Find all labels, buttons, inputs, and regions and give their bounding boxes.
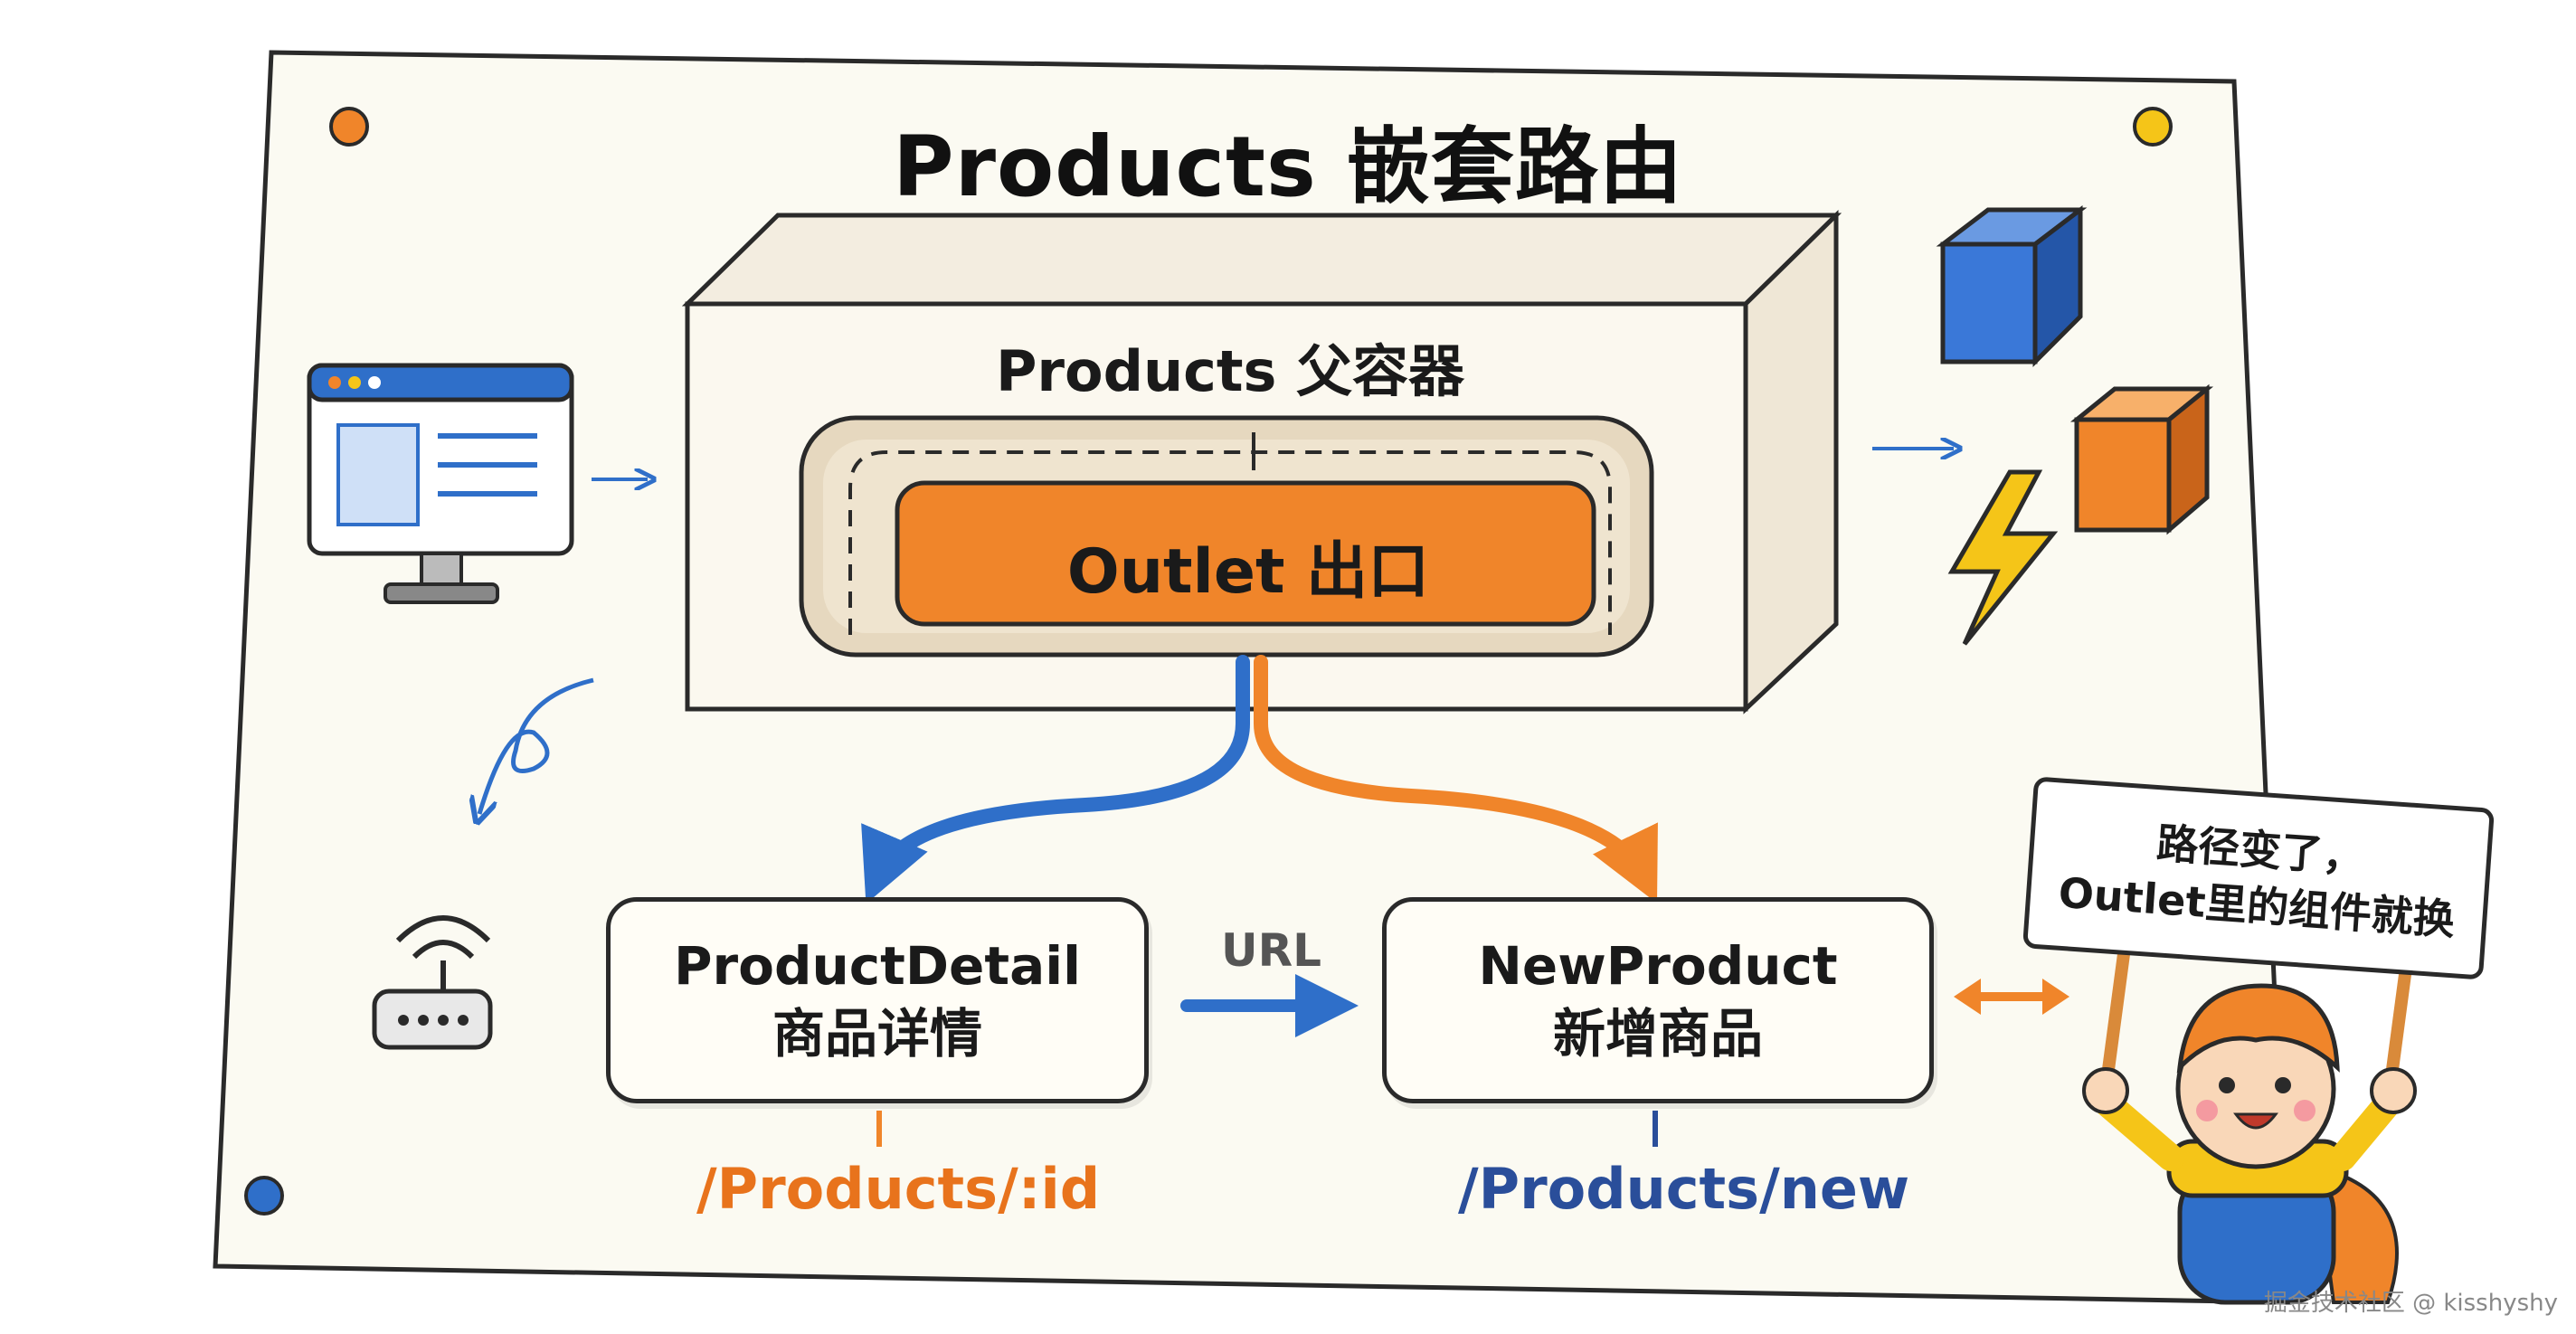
watermark: 掘金技术社区 @ kisshyshy — [2263, 1290, 2558, 1317]
parent-container-label: Products 父容器 — [995, 338, 1464, 404]
route-new: /Products/new — [1458, 1156, 1910, 1222]
orange-branch-arrow — [1254, 655, 1658, 904]
blue-pin — [244, 1176, 284, 1216]
page-title: Products 嵌套路由 — [893, 118, 1683, 215]
outlet-bar — [895, 480, 1596, 627]
lightning-icon — [1947, 469, 2059, 646]
yellow-pin — [2133, 107, 2173, 147]
new-product-subtitle: 新增商品 — [1552, 1003, 1763, 1064]
route-detail: /Products/:id — [696, 1156, 1101, 1222]
blue-cube-icon — [1936, 204, 2088, 368]
new-product-box: NewProduct 新增商品 — [1382, 897, 1934, 1103]
browser-monitor-icon — [307, 363, 574, 604]
new-product-name: NewProduct — [1478, 934, 1838, 997]
mascot-sign: 路径变了， Outlet里的组件就换 — [2022, 776, 2496, 980]
router-icon — [372, 915, 493, 1050]
mascot-character — [2082, 983, 2417, 1305]
curly-arrow — [479, 677, 594, 814]
product-detail-name: ProductDetail — [674, 934, 1081, 997]
double-arrow-icon — [1954, 979, 2069, 1015]
orange-cube-icon — [2069, 383, 2214, 535]
blue-branch-arrow — [861, 655, 1250, 904]
outlet-label: Outlet 出口 — [1066, 536, 1430, 608]
orange-pin — [329, 107, 369, 147]
product-detail-subtitle: 商品详情 — [772, 1003, 982, 1064]
url-label: URL — [1221, 924, 1321, 977]
product-detail-box: ProductDetail 商品详情 — [606, 897, 1149, 1103]
